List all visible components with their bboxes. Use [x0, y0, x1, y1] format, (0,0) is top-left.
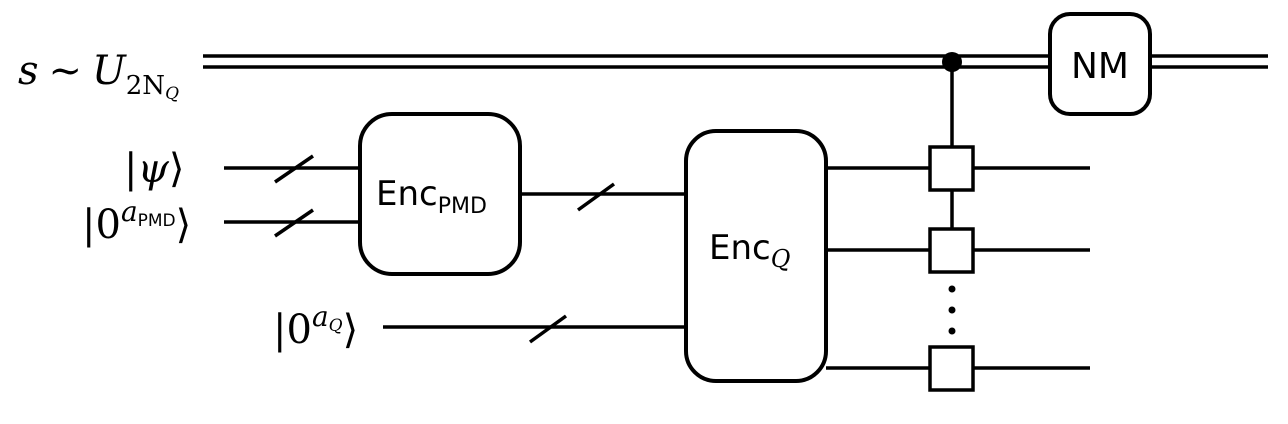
label-ancilla-pmd: |0aPMD⟩: [82, 195, 191, 248]
nm-gate: [1048, 12, 1152, 116]
label-ancilla-q: |0aQ⟩: [273, 300, 358, 353]
enc-q-label: EncQ: [709, 228, 790, 273]
enc-pmd-label: EncPMD: [376, 174, 487, 219]
bundle-slash-pmd-out: [576, 182, 616, 212]
enc-pmd-gate: [358, 112, 522, 276]
controlled-gate-1: [928, 145, 975, 192]
label-psi: |ψ⟩: [124, 146, 184, 192]
classical-wire-s: [203, 54, 1268, 69]
control-dot: [942, 52, 962, 72]
controlled-gate-2: [928, 227, 975, 274]
enc-q-gate: [684, 129, 828, 383]
bundle-slash-psi: [274, 154, 314, 184]
bundle-slash-anc-pmd: [274, 208, 314, 238]
nm-label: NM: [1071, 46, 1129, 87]
vertical-ellipsis: [948, 285, 956, 335]
label-shared-randomness: s~U2NQ: [18, 48, 179, 104]
bundle-slash-anc-q: [528, 314, 568, 344]
controlled-gate-n: [928, 345, 975, 392]
